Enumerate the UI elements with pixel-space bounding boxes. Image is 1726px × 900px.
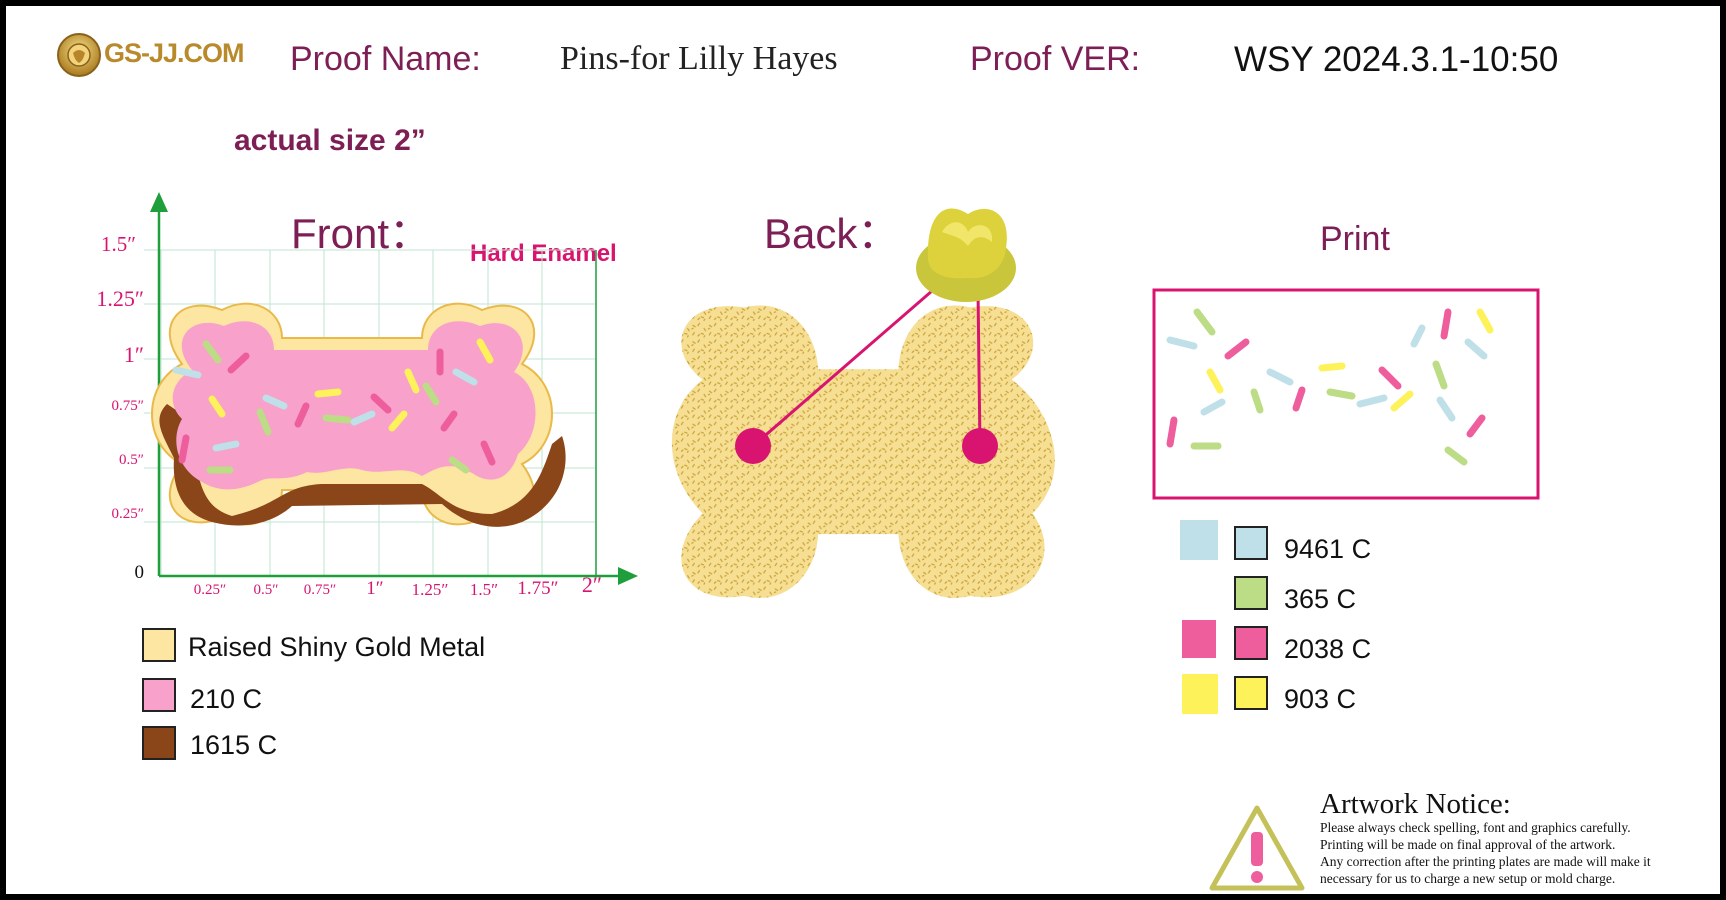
y-tick: 0.25″ — [111, 506, 145, 522]
notice-line: Please always check spelling, font and g… — [1320, 820, 1631, 835]
swatch-903 — [1234, 676, 1268, 710]
swatch-9461 — [1234, 526, 1268, 560]
back-graphic — [671, 208, 1055, 598]
legend-label: 210 C — [190, 684, 263, 714]
x-tick: 0.25″ — [193, 582, 227, 598]
proof-sheet: GS-JJ.COM Proof Name: Pins-for Lilly Hay… — [6, 6, 1720, 894]
legend-label: Raised Shiny Gold Metal — [188, 632, 486, 662]
back-title: Back： — [764, 210, 900, 257]
notice-title: Artwork Notice: — [1320, 788, 1511, 820]
proof-ver-label: Proof VER: — [970, 40, 1141, 78]
x-tick: 1.5″ — [469, 580, 499, 599]
proof-ver-value: WSY 2024.3.1-10:50 — [1234, 40, 1559, 79]
reference-chip-blue — [1180, 520, 1218, 560]
x-tick: 0.5″ — [253, 582, 279, 598]
x-tick: 1.25″ — [411, 580, 449, 599]
enamel-type: Hard Enamel — [470, 240, 617, 267]
y-tick: 1.5″ — [101, 232, 136, 256]
front-title: Front： — [291, 210, 432, 257]
warning-icon — [1209, 805, 1305, 891]
legend-label: 9461 C — [1284, 534, 1372, 564]
logo-text: GS-JJ.COM — [104, 38, 245, 68]
print-box — [1152, 288, 1540, 500]
legend-label: 2038 C — [1284, 634, 1372, 664]
lion-logo-icon — [57, 33, 101, 77]
actual-size-label: actual size 2” — [234, 124, 426, 157]
x-tick: 2″ — [581, 572, 603, 597]
x-tick: 1″ — [366, 578, 384, 599]
legend-label: 1615 C — [190, 730, 278, 760]
print-title: Print — [1320, 220, 1390, 258]
reference-chip-pink — [1182, 620, 1216, 658]
notice-line: Any correction after the printing plates… — [1320, 854, 1651, 869]
proof-name-value: Pins-for Lilly Hayes — [560, 40, 838, 77]
swatch-brown — [142, 726, 176, 760]
swatch-2038 — [1234, 626, 1268, 660]
front-graphic — [144, 192, 638, 585]
y-tick: 1″ — [123, 342, 144, 367]
y-tick: 0 — [134, 562, 145, 583]
y-tick: 0.5″ — [119, 452, 144, 468]
notice-line: necessary for us to charge a new setup o… — [1320, 871, 1616, 886]
y-tick: 1.25″ — [96, 286, 144, 311]
legend-label: 365 C — [1284, 584, 1357, 614]
proof-name-label: Proof Name: — [290, 40, 481, 78]
legend-label: 903 C — [1284, 684, 1357, 714]
reference-chip-yellow — [1182, 674, 1218, 714]
x-tick: 1.75″ — [517, 578, 559, 599]
rubber-clutch-icon — [916, 208, 1016, 302]
notice-line: Printing will be made on final approval … — [1320, 837, 1616, 852]
y-tick: 0.75″ — [111, 398, 145, 414]
x-tick: 0.75″ — [303, 582, 337, 598]
swatch-365 — [1234, 576, 1268, 610]
logo: GS-JJ.COM — [56, 32, 266, 77]
swatch-pink — [142, 678, 176, 712]
swatch-gold — [142, 628, 176, 662]
